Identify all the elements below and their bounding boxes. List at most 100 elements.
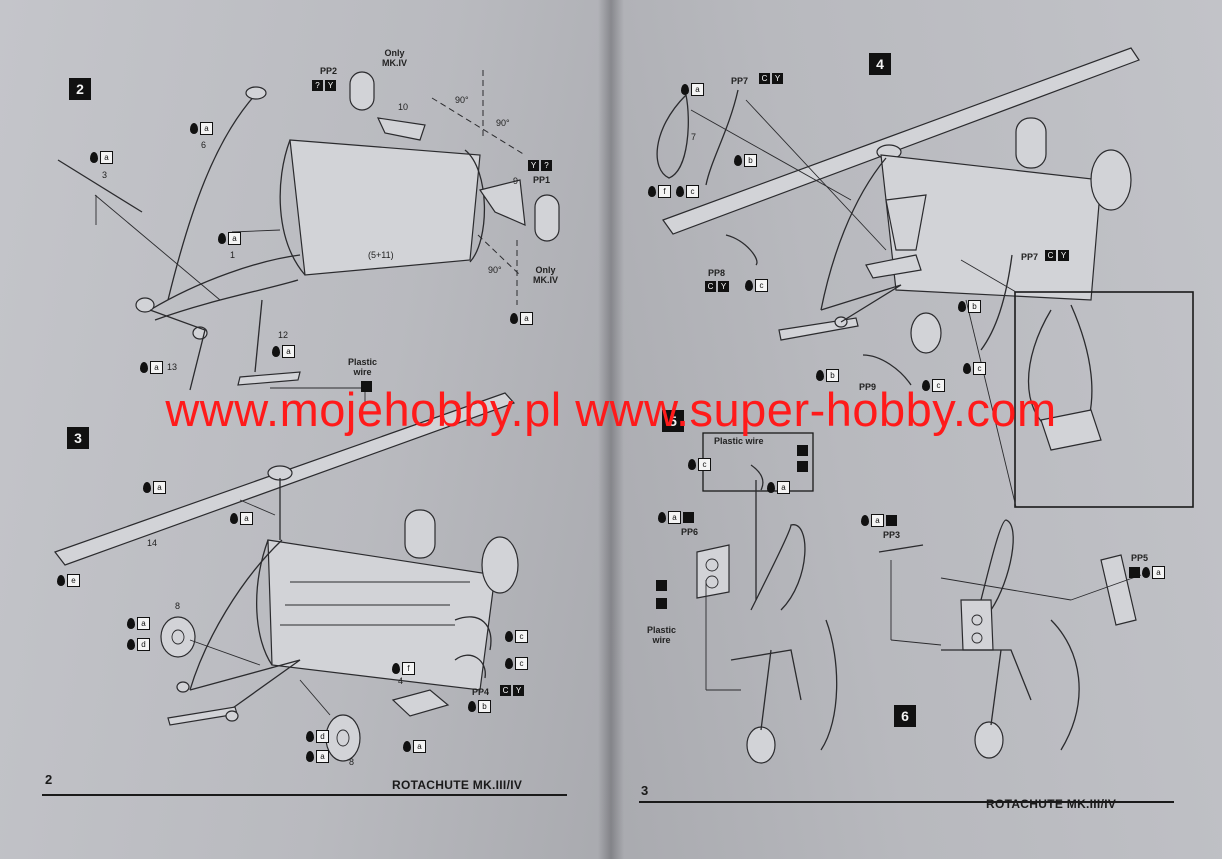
paint-drop-icon bbox=[816, 370, 824, 381]
step-6-marker: 6 bbox=[894, 705, 916, 727]
part-number: 12 bbox=[278, 330, 289, 340]
paint-callout: c bbox=[505, 630, 528, 643]
angle-label: 90° bbox=[496, 118, 510, 128]
pp2-label: PP2 bbox=[320, 66, 338, 76]
paint-drop-icon bbox=[767, 482, 775, 493]
part-number: 10 bbox=[398, 102, 409, 112]
paint-drop-icon bbox=[681, 84, 689, 95]
part-number: 6 bbox=[201, 140, 207, 150]
glue-icon: Y bbox=[718, 281, 729, 292]
tool-icon: ? bbox=[312, 80, 323, 91]
wire-icon bbox=[797, 461, 808, 472]
paint-callout: a bbox=[861, 514, 897, 527]
paint-callout: d bbox=[306, 730, 329, 743]
glue-icon: Y bbox=[513, 685, 524, 696]
glue-icon bbox=[886, 515, 897, 526]
plastic-wire-label: Plastic wire bbox=[714, 436, 764, 446]
paint-callout: e bbox=[57, 574, 80, 587]
pp7-top-icons: C Y bbox=[759, 73, 783, 84]
pp6-label: PP6 bbox=[681, 527, 699, 537]
pp5-label: PP5 bbox=[1131, 553, 1149, 563]
paint-drop-icon bbox=[958, 301, 966, 312]
paint-callout: a bbox=[658, 511, 694, 524]
step-5-marker: 5 bbox=[662, 410, 684, 432]
watermark-text: www.mojehobby.pl www.super-hobby.com bbox=[165, 383, 1057, 436]
part-number: 8 bbox=[349, 757, 355, 767]
paint-drop-icon bbox=[963, 363, 971, 374]
paint-callout: c bbox=[505, 657, 528, 670]
paint-drop-icon bbox=[127, 618, 135, 629]
pp9-label: PP9 bbox=[859, 382, 877, 392]
glue-icon: Y bbox=[325, 80, 336, 91]
pp1-icons: Y ? bbox=[528, 160, 552, 171]
paint-drop-icon bbox=[230, 513, 238, 524]
page-number-left: 2 bbox=[45, 772, 53, 787]
angle-label: 90° bbox=[455, 95, 469, 105]
paint-callout: f bbox=[392, 662, 415, 675]
tool-icon: ? bbox=[541, 160, 552, 171]
angle-label: 90° bbox=[488, 265, 502, 275]
clamp-icon: C bbox=[705, 281, 716, 292]
paint-callout: a bbox=[230, 512, 253, 525]
part-number: (5+11) bbox=[368, 250, 394, 260]
paint-drop-icon bbox=[306, 751, 314, 762]
paint-callout: a bbox=[218, 232, 241, 245]
step-4-marker: 4 bbox=[869, 53, 891, 75]
paint-callout: d bbox=[127, 638, 150, 651]
glue-icon: Y bbox=[528, 160, 539, 171]
part-number: 7 bbox=[691, 132, 697, 142]
only-mk-iv-bottom-label: Only MK.IV bbox=[533, 265, 559, 285]
paint-callout: c bbox=[963, 362, 986, 375]
plastic-wire-label: Plastic wire bbox=[348, 357, 378, 377]
paint-drop-icon bbox=[688, 459, 696, 470]
paint-callout: a bbox=[272, 345, 295, 358]
part-number: 13 bbox=[167, 362, 178, 372]
paint-callout: a bbox=[143, 481, 166, 494]
step4-6-drawing bbox=[656, 47, 1194, 764]
part-number: 14 bbox=[147, 538, 158, 548]
paint-callout: a bbox=[1129, 566, 1165, 579]
pp7-right-icons: C Y bbox=[1045, 250, 1069, 261]
paint-callout: a bbox=[306, 750, 329, 763]
paint-drop-icon bbox=[676, 186, 684, 197]
pp7-right-label: PP7 bbox=[1021, 252, 1039, 262]
paint-drop-icon bbox=[57, 575, 65, 586]
part-number: 4 bbox=[398, 676, 404, 686]
paint-drop-icon bbox=[510, 313, 518, 324]
paint-mix-icon bbox=[656, 580, 667, 591]
paint-mix-icon bbox=[656, 598, 667, 609]
paint-drop-icon bbox=[306, 731, 314, 742]
tool-icon bbox=[797, 445, 808, 456]
wire-icon bbox=[361, 381, 372, 392]
paint-drop-icon bbox=[218, 233, 226, 244]
only-mk-iv-top-label: Only MK.IV bbox=[382, 48, 408, 68]
clamp-icon: C bbox=[500, 685, 511, 696]
paint-drop-icon bbox=[1142, 567, 1150, 578]
paint-callout: a bbox=[767, 481, 790, 494]
paint-drop-icon bbox=[648, 186, 656, 197]
right-page: 4 5 6 PP7 C Y PP7 C Y PP8 C Y PP9 7 a b … bbox=[611, 0, 1222, 859]
paint-drop-icon bbox=[90, 152, 98, 163]
glue-icon bbox=[683, 512, 694, 523]
paint-callout: a bbox=[190, 122, 213, 135]
paint-drop-icon bbox=[861, 515, 869, 526]
paint-callout: a bbox=[403, 740, 426, 753]
paint-drop-icon bbox=[403, 741, 411, 752]
paint-drop-icon bbox=[734, 155, 742, 166]
pp8-icons: C Y bbox=[705, 281, 729, 292]
pp4-icons: C Y bbox=[500, 685, 524, 696]
paint-drop-icon bbox=[190, 123, 198, 134]
part-number: 8 bbox=[175, 601, 181, 611]
pp4-label: PP4 bbox=[472, 687, 490, 697]
part-number: 9 bbox=[513, 176, 519, 186]
document-title-right: ROTACHUTE MK.III/IV bbox=[986, 797, 1117, 811]
step2-step3-drawing bbox=[54, 70, 560, 762]
paint-callout: a bbox=[510, 312, 533, 325]
paint-drop-icon bbox=[468, 701, 476, 712]
step-3-marker: 3 bbox=[67, 427, 89, 449]
plastic-wire-left-label: Plastic wire bbox=[647, 625, 677, 645]
clamp-icon: C bbox=[1045, 250, 1056, 261]
paint-callout: c bbox=[922, 379, 945, 392]
pp7-top-label: PP7 bbox=[731, 76, 749, 86]
